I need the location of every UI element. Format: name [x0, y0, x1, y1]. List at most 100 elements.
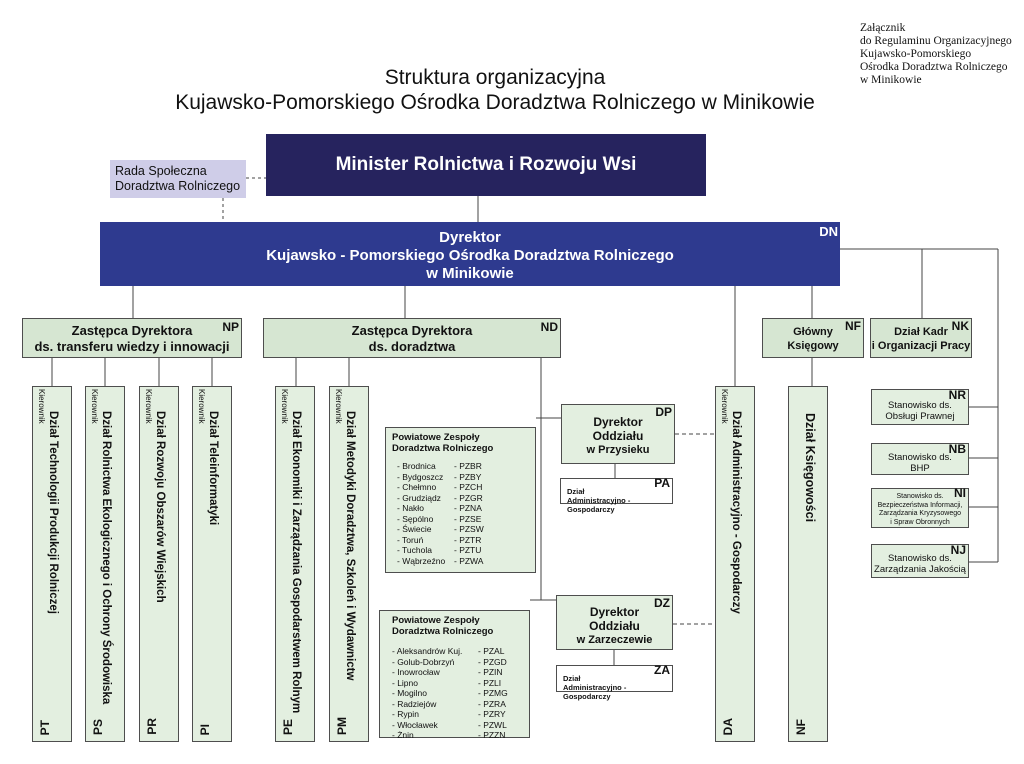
dept-pr-name: Dział Rozwoju Obszarów Wiejskich — [154, 411, 166, 603]
chief-accountant-code: NF — [845, 319, 861, 333]
dept-pt-code: PT — [38, 719, 52, 735]
page-title: Struktura organizacyjna — [384, 66, 606, 89]
branch-przysiek-line3: w Przysieku — [586, 444, 650, 456]
branch-zarzeczewo-box: Dyrektor Oddziału w Zarzeczewie DZ — [556, 595, 673, 650]
dept-da-code: DA — [721, 717, 735, 735]
branch-zarzeczewo-code: DZ — [654, 596, 670, 610]
deputy-advisory-line1: Zastępca Dyrektora — [351, 323, 473, 338]
staff-bhp-line1: Stanowisko ds. — [888, 452, 952, 463]
list-item: - PZWA — [454, 555, 484, 566]
annex-note-line: do Regulaminu Organizacyjnego — [860, 35, 1012, 47]
chief-accountant-line2: Księgowy — [787, 340, 839, 352]
dept-pt-box: Kierownik Dział Technologii Produkcji Ro… — [32, 386, 72, 742]
list-item: - PZRA — [478, 698, 506, 709]
dept-pm-box: Kierownik Dział Metodyki Doradztwa, Szko… — [329, 386, 369, 742]
annex-note-line: w Minikowie — [860, 74, 922, 86]
district-teams-1-header2: Doradztwa Rolniczego — [392, 443, 494, 454]
dept-nf-name: Dział Księgowości — [803, 413, 817, 523]
list-item: - Lipno — [392, 677, 418, 688]
branch-przysiek-code: DP — [655, 405, 672, 419]
staff-legal-box: Stanowisko ds. Obsługi Prawnej NR — [871, 389, 969, 425]
district-teams-2-codes: - PZAL - PZGD - PZIN - PZLI - PZMG - PZR… — [478, 646, 508, 741]
staff-quality-box: Stanowisko ds. Zarządzania Jakością NJ — [871, 544, 969, 578]
social-council-line2: Doradztwa Rolniczego — [115, 179, 241, 193]
district-teams-2-header2: Doradztwa Rolniczego — [392, 626, 494, 637]
deputy-transfer-line2: ds. transferu wiedzy i innowacji — [34, 339, 230, 354]
list-item: - Rypin — [392, 709, 419, 719]
admin-zarzeczewo-code: ZA — [654, 663, 670, 677]
list-item: - Świecie — [397, 524, 432, 534]
deputy-transfer-line1: Zastępca Dyrektora — [71, 323, 193, 338]
page-subtitle: Kujawsko-Pomorskiego Ośrodka Doradztwa R… — [175, 91, 815, 114]
admin-przysiek-box: Dział Administracyjno - Gospodarczy PA — [560, 476, 673, 514]
dept-pr-code: PR — [145, 718, 159, 735]
dept-ps-code: PS — [91, 718, 105, 735]
staff-legal-code: NR — [948, 388, 966, 402]
list-item: - Brodnica — [397, 461, 436, 471]
list-item: - Nakło — [397, 503, 424, 513]
staff-bhp-box: Stanowisko ds. BHP NB — [871, 443, 969, 475]
dept-pm-name: Dział Metodyki Doradztwa, Szkoleń i Wyda… — [344, 411, 356, 681]
staff-security-line4: i Spraw Obronnych — [890, 518, 950, 526]
district-teams-1-codes: - PZBR - PZBY - PZCH - PZGR - PZNA - PZS… — [454, 461, 484, 566]
dept-nf-box: Dział Księgowości NF — [788, 386, 828, 742]
list-item: - PZAL — [478, 646, 505, 656]
hr-department-box: Dział Kadr i Organizacji Pracy NK — [870, 318, 972, 358]
staff-security-line1: Stanowisko ds. — [896, 493, 944, 500]
dept-ps-box: Kierownik Dział Rolnictwa Ekologicznego … — [85, 386, 125, 742]
dept-pi-box: Kierownik Dział Teleinformatyki PI — [192, 386, 232, 742]
list-item: - PZLI — [478, 677, 502, 688]
branch-zarzeczewo-line2: Oddziału — [589, 619, 640, 633]
branch-zarzeczewo-line3: w Zarzeczewie — [576, 634, 653, 646]
hr-department-code: NK — [951, 319, 969, 333]
kierownik-label: Kierownik — [144, 389, 153, 424]
list-item: - Sępólno — [397, 513, 434, 524]
district-teams-2-box: Powiatowe Zespoły Doradztwa Rolniczego -… — [379, 610, 530, 741]
director-box: Dyrektor Kujawsko - Pomorskiego Ośrodka … — [100, 222, 840, 286]
list-item: - Żnin — [392, 730, 414, 740]
annex-note: Załącznik do Regulaminu Organizacyjnego … — [860, 22, 1020, 87]
director-line2: Kujawsko - Pomorskiego Ośrodka Doradztwa… — [266, 247, 674, 264]
dept-pr-box: Kierownik Dział Rozwoju Obszarów Wiejski… — [139, 386, 179, 742]
admin-przysiek-code: PA — [654, 476, 670, 490]
dept-ps-name: Dział Rolnictwa Ekologicznego i Ochrony … — [100, 411, 112, 705]
deputy-advisory-code: ND — [540, 320, 558, 334]
list-item: - Włocławek — [392, 719, 438, 730]
list-item: - PZBY — [454, 471, 482, 482]
staff-security-code: NI — [954, 486, 966, 500]
list-item: - Tuchola — [397, 545, 432, 555]
staff-legal-line2: Obsługi Prawnej — [885, 411, 955, 422]
list-item: - PZNA — [454, 503, 482, 513]
list-item: - PZIN — [478, 667, 503, 677]
list-item: - Grudziądz — [397, 492, 441, 503]
list-item: - Radziejów — [392, 698, 437, 709]
staff-security-line2: Bezpieczeństwa Informacji, — [877, 501, 963, 509]
list-item: - Toruń — [397, 534, 424, 545]
kierownik-label: Kierownik — [334, 389, 343, 424]
list-item: - PZGD — [478, 656, 507, 667]
branch-przysiek-box: Dyrektor Oddziału w Przysieku DP — [561, 404, 675, 464]
list-item: - PZGR — [454, 492, 483, 503]
branch-zarzeczewo-line1: Dyrektor — [589, 605, 640, 619]
branch-przysiek-line2: Oddziału — [592, 429, 644, 443]
director-code: DN — [819, 224, 838, 239]
admin-zarzeczewo-line2: Administracyjno - Gospodarczy — [563, 683, 627, 701]
list-item: - Golub-Dobrzyń — [392, 656, 455, 667]
list-item: - PZZN — [478, 730, 506, 740]
dept-pm-code: PM — [335, 717, 349, 735]
list-item: - PZSE — [454, 513, 482, 524]
list-item: - Mogilno — [392, 688, 427, 698]
dept-nf-code: NF — [794, 719, 808, 735]
annex-note-line: Załącznik — [860, 22, 906, 34]
admin-zarzeczewo-box: Dział Administracyjno - Gospodarczy ZA — [556, 663, 673, 701]
dept-pe-box: Kierownik Dział Ekonomiki i Zarządzania … — [275, 386, 315, 742]
dept-pe-code: PE — [281, 718, 295, 735]
director-line3: w Minikowie — [426, 265, 514, 282]
deputy-transfer-box: Zastępca Dyrektora ds. transferu wiedzy … — [22, 318, 242, 358]
staff-quality-line2: Zarządzania Jakością — [874, 564, 966, 575]
staff-quality-line1: Stanowisko ds. — [888, 553, 952, 564]
social-council-box: Rada Społeczna Doradztwa Rolniczego — [110, 160, 246, 198]
kierownik-label: Kierownik — [37, 389, 46, 424]
staff-legal-line1: Stanowisko ds. — [888, 400, 952, 411]
district-teams-1-names: - Brodnica - Bydgoszcz - Chełmno - Grudz… — [397, 461, 445, 566]
